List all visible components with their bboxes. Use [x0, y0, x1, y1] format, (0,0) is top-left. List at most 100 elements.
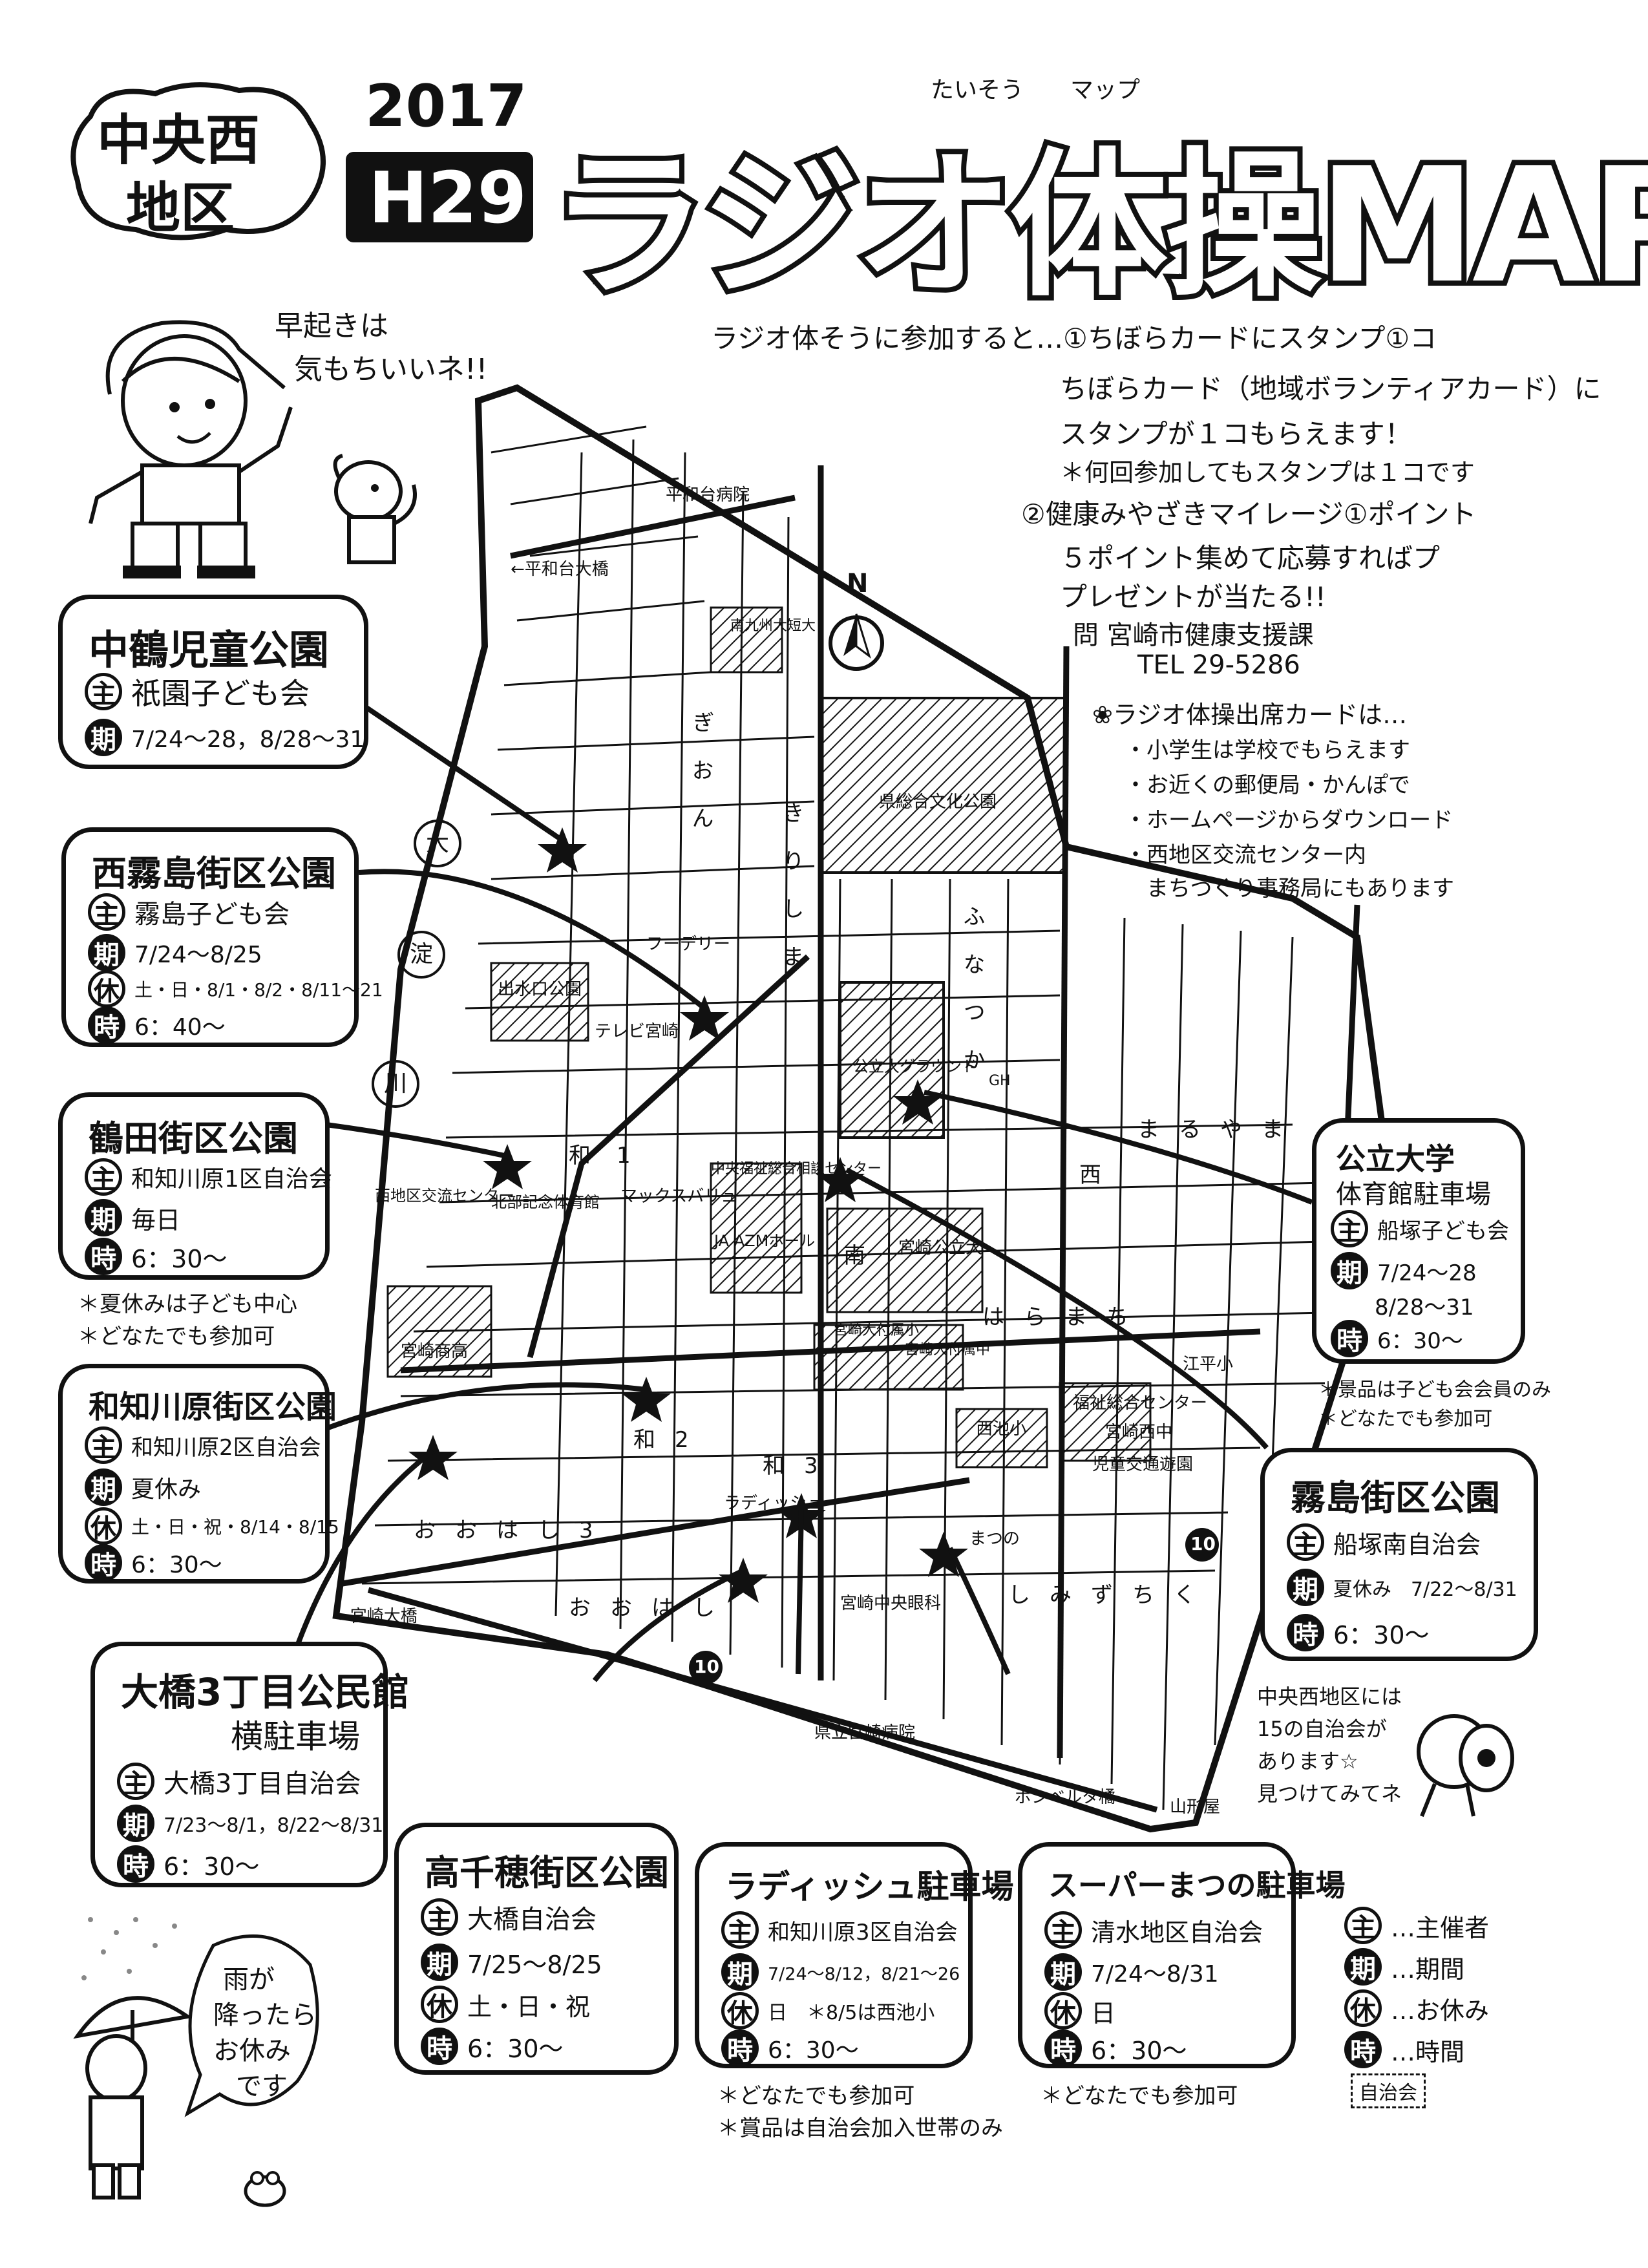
district-bubble	[70, 82, 326, 240]
period-badge: 期	[88, 934, 125, 971]
map-label: 北部記念体育館	[491, 1193, 600, 1211]
map-label: 出水口公園	[498, 980, 582, 999]
venue-name-sub: 体育館駐車場	[1336, 1180, 1491, 1209]
map-label: 西池小	[976, 1419, 1027, 1439]
area-name: ふなつか	[959, 905, 985, 1096]
area-name: 南	[843, 1243, 865, 1269]
rain-line-4: です	[236, 2072, 288, 2101]
venue-name: 鶴田街区公園	[89, 1118, 298, 1159]
period-badge: 期	[421, 1944, 458, 1981]
area-name: はらまち	[982, 1304, 1148, 1330]
organizer-badge: 主	[85, 1158, 122, 1196]
venue-period: 夏休み	[131, 1476, 202, 1503]
map-label: ラディッシュ	[724, 1494, 824, 1513]
venue-period: 7/23～8/1，8/22～8/31	[164, 1814, 384, 1837]
hatched-areas	[386, 606, 1152, 1468]
map-label: JA AZMホール	[714, 1232, 816, 1250]
venue-organizer: 大橋3丁目自治会	[164, 1769, 361, 1799]
venue-organizer: 船塚南自治会	[1333, 1530, 1481, 1559]
period-badge: 期	[1287, 1569, 1324, 1606]
header: 中央西 地区 2017 H29 たいそう マップ ラジオ体操MAP	[0, 0, 1648, 323]
title-ruby: たいそう マップ	[931, 77, 1141, 103]
map-label: 中央福祉総合相談センター	[711, 1161, 882, 1177]
organizer-badge: 主	[1344, 1907, 1382, 1944]
mascot-speech-1: 早起きは	[275, 310, 388, 343]
organizer-badge: 主	[117, 1763, 154, 1800]
venue-name: 霧島街区公園	[1291, 1478, 1500, 1518]
venue-note: ＊どなたでも参加可	[717, 2083, 915, 2109]
intro-line-7: プレゼントが当たる!!	[1060, 581, 1326, 613]
venue-closed: 日 ＊8/5は西池小	[768, 2002, 935, 2024]
period-badge: 期	[85, 1468, 122, 1506]
count-line-4: 見つけてみてネ	[1257, 1781, 1402, 1806]
legend: 主…主催者 期…期間 休…お休み 時…時間 自治会	[1344, 1907, 1538, 2108]
organizer-badge: 主	[421, 1898, 458, 1936]
time-badge: 時	[721, 2030, 759, 2067]
organizer-badge: 主	[85, 673, 122, 710]
venue-time: 6：40～	[134, 1014, 226, 1041]
street-grid	[361, 425, 1358, 1810]
map-label: フーデリー	[646, 935, 731, 954]
area-name: おおはし	[569, 1595, 734, 1621]
page-title: ラジオ体操MAP	[544, 129, 1648, 323]
era: H29	[368, 156, 527, 239]
card-item-3: ・ホームページからダウンロード	[1125, 807, 1453, 833]
rain-kid-illustration	[73, 1917, 319, 2207]
rain-line-2: 降ったら	[213, 2000, 317, 2030]
leader-lines	[291, 702, 1313, 1682]
map-label: まつの	[969, 1529, 1020, 1549]
period-badge: 期	[85, 1199, 122, 1236]
route-10-label-1: 10	[1190, 1533, 1216, 1554]
venue-time: 6：30～	[467, 2034, 564, 2063]
venue-closed: 土・日・8/1・8/2・8/11～21	[134, 979, 383, 1001]
venue-organizer: 和知川原2区自治会	[131, 1434, 321, 1461]
venue-name: スーパーまつの駐車場	[1048, 1868, 1346, 1903]
map-label: 宮崎大付属中	[905, 1342, 991, 1358]
venue-organizer: 和知川原1区自治会	[131, 1166, 332, 1192]
period-badge: 期	[1044, 1953, 1082, 1991]
venue-name: ラディッシュ駐車場	[725, 1868, 1014, 1905]
venue-closed: 土・日・祝	[467, 1992, 591, 2021]
area-name: まるやま	[1137, 1117, 1303, 1143]
legend-text: …時間	[1391, 2037, 1465, 2066]
venue-name: 公立大学	[1336, 1141, 1455, 1176]
venue-note: ＊どなたでも参加可	[1041, 2083, 1238, 2109]
venue-note: ＊景品は子ども会会員のみ	[1318, 1379, 1551, 1401]
year: 2017	[365, 72, 527, 140]
closed-badge: 休	[85, 1507, 122, 1545]
venue-name: 大橋3丁目公民館	[121, 1670, 410, 1714]
intro-line-3: スタンプが１コもらえます！	[1060, 418, 1412, 450]
card-item-2: ・お近くの郵便局・かんぽで	[1125, 772, 1410, 798]
main-roads	[342, 465, 1360, 1813]
map-label: 南九州大短大	[730, 618, 816, 634]
map-label: 宮崎商高	[401, 1342, 469, 1361]
circle-marker-dai: 大	[414, 820, 461, 867]
card-item-4: ・西地区交流センター内	[1125, 842, 1366, 868]
venue-organizer: 船塚子ども会	[1377, 1218, 1509, 1244]
venue-time: 6：30～	[1377, 1328, 1463, 1354]
time-badge: 時	[1344, 2031, 1382, 2068]
route-10-label-2: 10	[694, 1656, 719, 1677]
venue-period: 7/25～8/25	[467, 1950, 602, 1979]
period-badge: 期	[721, 1953, 759, 1991]
venue-organizer: 祇園子ども会	[131, 676, 310, 711]
venue-name: 西霧島街区公園	[92, 853, 336, 894]
time-badge: 時	[421, 2028, 458, 2065]
organizer-badge: 主	[1331, 1210, 1368, 1247]
time-badge: 時	[85, 1544, 122, 1582]
closed-badge: 休	[1344, 1989, 1382, 2027]
map-label: 山形屋	[1170, 1797, 1221, 1817]
organizer-badge: 主	[88, 893, 125, 931]
magnifier-mascot-icon	[1417, 1714, 1514, 1818]
period-badge: 期	[117, 1805, 154, 1842]
period-badge: 期	[1344, 1948, 1382, 1986]
map-label: テレビ宮崎	[595, 1022, 679, 1041]
legend-text: …期間	[1391, 1955, 1465, 1984]
map-label: 県総合文化公園	[879, 792, 997, 812]
map-label: 西地区交流センター	[375, 1187, 514, 1205]
venue-closed: 日	[1091, 1998, 1116, 2028]
